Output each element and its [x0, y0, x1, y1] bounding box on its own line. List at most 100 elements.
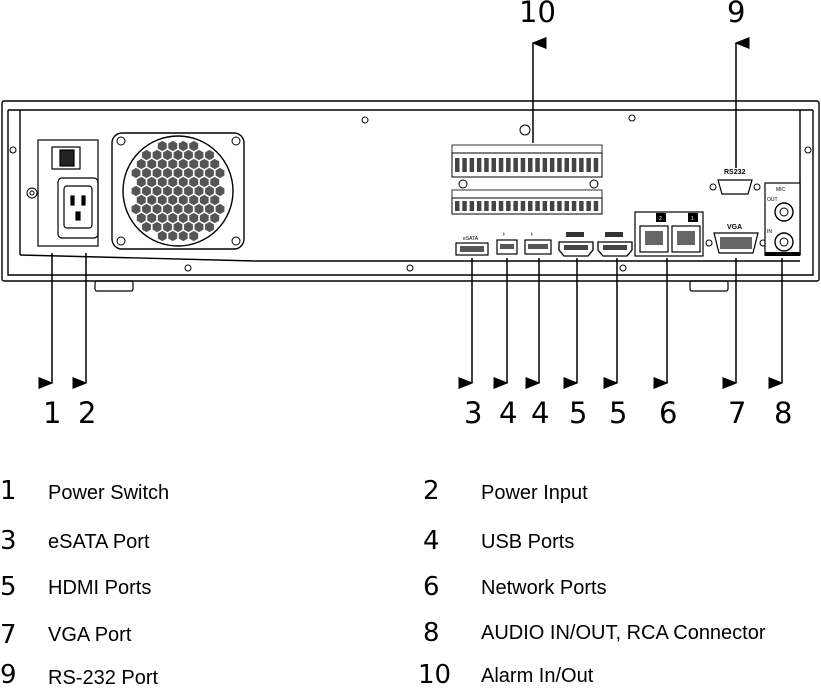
alarm-terminal[interactable] — [462, 201, 467, 211]
alarm-terminal[interactable] — [498, 201, 504, 211]
fan-vent-hole — [152, 203, 162, 215]
alarm-terminal[interactable] — [469, 158, 475, 172]
alarm-terminal[interactable] — [557, 158, 562, 172]
callout-10: 10 — [519, 0, 556, 29]
rear-panel-diagram: eSATA ⭻ ⭻ 2 1 RS232 — [1, 0, 820, 430]
alarm-terminal[interactable] — [513, 201, 518, 211]
alarm-terminal[interactable] — [549, 158, 555, 172]
alarm-terminal[interactable] — [528, 201, 533, 211]
alarm-terminal[interactable] — [469, 201, 475, 211]
usb-icon: ⭻ — [531, 232, 533, 238]
alarm-terminal[interactable] — [542, 201, 548, 211]
fan-vent-hole — [157, 212, 167, 224]
alarm-terminal[interactable] — [579, 158, 584, 172]
network-ports[interactable]: 2 1 — [634, 211, 704, 257]
fan-vent-hole — [147, 158, 157, 170]
fan-vent-hole — [205, 221, 214, 233]
fan-vent-hole — [142, 185, 151, 197]
alarm-terminal[interactable] — [593, 158, 599, 172]
fan-vent-hole — [184, 221, 193, 233]
alarm-terminal[interactable] — [476, 158, 482, 172]
alarm-terminal[interactable] — [542, 158, 548, 172]
power-input-socket[interactable] — [57, 177, 99, 239]
alarm-terminal[interactable] — [535, 158, 540, 172]
audio-in-label: IN — [767, 229, 772, 235]
hdmi-port-1[interactable] — [558, 232, 594, 257]
alarm-terminal[interactable] — [513, 158, 518, 172]
legend-label: VGA Port — [48, 624, 132, 646]
alarm-terminal[interactable] — [557, 201, 562, 211]
esata-port[interactable]: eSATA — [455, 236, 489, 256]
fan-vent-hole — [168, 176, 178, 188]
legend-label: AUDIO IN/OUT, RCA Connector — [481, 622, 766, 644]
fan-vent-hole — [189, 194, 199, 206]
alarm-terminal[interactable] — [491, 201, 497, 211]
callout-1: 1 — [43, 396, 61, 430]
alarm-terminal[interactable] — [484, 158, 489, 172]
alarm-terminals[interactable] — [451, 144, 603, 215]
lan-1-label: 1 — [691, 216, 694, 222]
fan-vent-hole — [142, 221, 151, 233]
rs232-port[interactable]: RS232 — [709, 169, 761, 195]
alarm-terminal[interactable] — [455, 201, 460, 211]
fan-vent-hole — [163, 221, 172, 233]
usb-port-1[interactable]: ⭻ — [496, 232, 518, 255]
legend-label: USB Ports — [481, 531, 575, 553]
audio-rca-connectors[interactable]: MIC OUT IN — [764, 182, 801, 256]
fan-vent-hole — [189, 158, 199, 170]
vga-port[interactable]: VGA — [705, 224, 767, 254]
alarm-terminal[interactable] — [586, 201, 591, 211]
alarm-terminal[interactable] — [462, 158, 467, 172]
legend-number: 8 — [423, 618, 440, 648]
fan-vent-hole — [178, 176, 188, 188]
fan-vent-hole — [199, 176, 209, 188]
usb-port-2[interactable]: ⭻ — [524, 232, 552, 255]
alarm-terminal[interactable] — [506, 201, 511, 211]
alarm-terminal[interactable] — [571, 201, 577, 211]
fan-vent-hole — [173, 185, 183, 197]
fan-vent-hole — [147, 176, 157, 188]
hdmi-port-2[interactable] — [597, 232, 633, 257]
legend-number: 5 — [0, 572, 17, 602]
fan-vent-hole — [173, 221, 183, 233]
fan-vent-hole — [184, 167, 193, 179]
fan-vent-hole — [142, 167, 151, 179]
fan-vent-hole — [184, 149, 193, 161]
power-switch[interactable] — [51, 146, 81, 170]
alarm-terminal[interactable] — [579, 201, 584, 211]
fan-vent-hole — [199, 194, 209, 206]
alarm-terminal[interactable] — [571, 158, 577, 172]
alarm-terminal[interactable] — [455, 158, 460, 172]
alarm-terminal[interactable] — [506, 158, 511, 172]
fan-vent-hole — [163, 149, 172, 161]
lan-2-label: 2 — [659, 216, 662, 222]
callout-4b: 4 — [531, 396, 549, 430]
fan-vent-hole — [163, 167, 172, 179]
alarm-terminal[interactable] — [586, 158, 591, 172]
alarm-terminal[interactable] — [476, 201, 482, 211]
legend-number: 7 — [0, 620, 17, 650]
alarm-terminal[interactable] — [593, 201, 599, 211]
fan-vent-hole — [168, 158, 178, 170]
legend-number: 3 — [0, 526, 17, 556]
leader-lines — [38, 37, 784, 389]
alarm-terminal[interactable] — [520, 201, 526, 211]
fan-vent-hole — [142, 203, 151, 215]
callout-9: 9 — [727, 0, 745, 29]
legend-number: 1 — [0, 476, 17, 506]
callout-4a: 4 — [499, 396, 517, 430]
fan-vent-hole — [178, 194, 188, 206]
alarm-terminal[interactable] — [484, 201, 489, 211]
alarm-terminal[interactable] — [564, 201, 570, 211]
alarm-terminal[interactable] — [549, 201, 555, 211]
vga-label: VGA — [727, 224, 742, 231]
alarm-terminal[interactable] — [528, 158, 533, 172]
fan-vent-hole — [131, 185, 141, 197]
alarm-terminal[interactable] — [520, 158, 526, 172]
fan-vent-hole — [189, 212, 199, 224]
alarm-terminal[interactable] — [491, 158, 497, 172]
mic-label: MIC — [776, 187, 786, 193]
alarm-terminal[interactable] — [535, 201, 540, 211]
alarm-terminal[interactable] — [498, 158, 504, 172]
alarm-terminal[interactable] — [564, 158, 570, 172]
